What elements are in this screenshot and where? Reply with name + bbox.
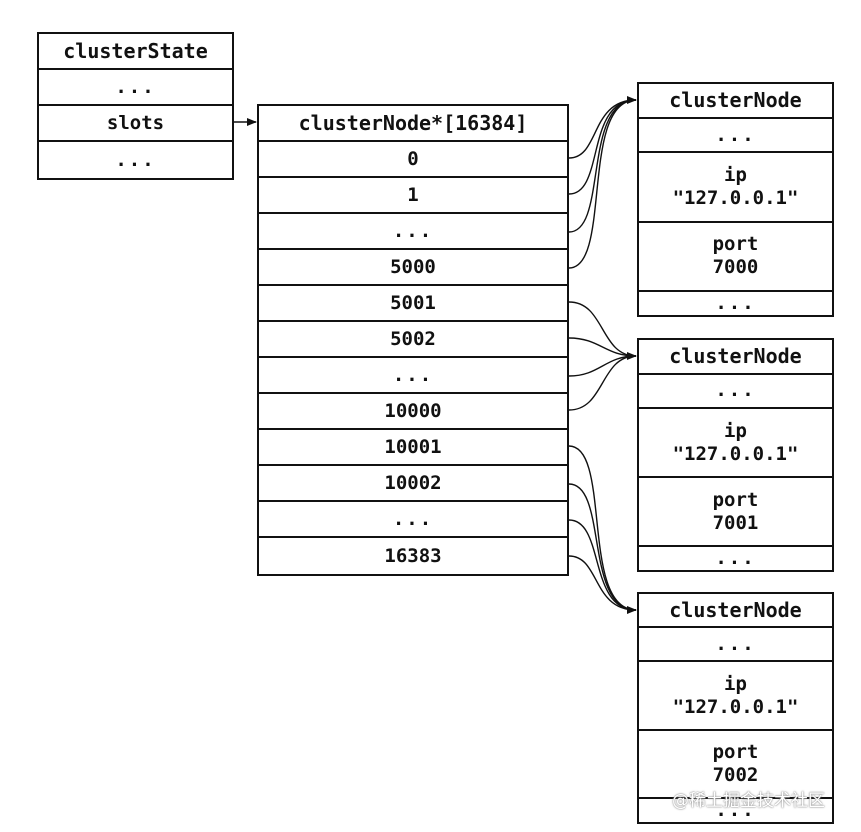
slot-10001-to-node-7002-curve [568,445,637,611]
cluster-node-dots-top: ... [639,628,832,663]
slot-row: ... [259,358,567,394]
cluster-node-7001: clusterNode ... ip "127.0.0.1" port 7001… [637,338,834,572]
slot-16383-to-node-7002-curve [568,555,637,614]
port-value: 7002 [712,763,759,786]
slot-dots-c-to-node-7002-curve [568,519,637,611]
cluster-node-dots-top: ... [639,119,832,154]
slot-row: 1 [259,178,567,214]
slots-array-title: clusterNode*[16384] [259,106,567,142]
cluster-node-dots-bottom: ... [715,292,756,314]
port-label: port [712,740,759,763]
slot-row: ... [259,502,567,538]
slot-5001-to-node-7001-curve [568,301,637,357]
slot-row: 5002 [259,322,567,358]
cluster-node-dots-bottom: ... [715,547,756,569]
slot-row: 16383 [384,544,442,567]
cluster-node-7000: clusterNode ... ip "127.0.0.1" port 7000… [637,82,834,317]
slot-10000-to-node-7001-curve [568,352,637,411]
cluster-node-port: port 7000 [639,223,832,292]
slot-row: 10002 [259,466,567,502]
cluster-node-ip: ip "127.0.0.1" [639,153,832,223]
ip-label: ip [724,672,747,695]
slot-dots-b-to-node-7001-curve [568,355,637,377]
cluster-node-title: clusterNode [639,594,832,629]
slot-1-to-node-7000-curve [568,99,637,195]
cluster-state-field-dots-bottom: ... [115,148,156,171]
cluster-node-dots-top: ... [639,375,832,410]
port-value: 7000 [712,256,759,279]
slot-row: 5000 [259,250,567,286]
ip-value: "127.0.0.1" [672,442,799,465]
cluster-node-7002: clusterNode ... ip "127.0.0.1" port 7002… [637,592,834,824]
cluster-node-dots-bottom: ... [715,799,756,821]
slot-row: 10001 [259,430,567,466]
ip-value: "127.0.0.1" [672,695,799,718]
port-value: 7001 [712,511,759,534]
slot-5000-to-node-7000-curve [568,96,637,269]
slot-row: 10000 [259,394,567,430]
cluster-node-title: clusterNode [639,340,832,375]
cluster-node-port: port 7002 [639,731,832,799]
slot-row: 5001 [259,286,567,322]
cluster-node-title: clusterNode [639,84,832,119]
port-label: port [712,233,759,256]
port-label: port [712,488,759,511]
slot-dots-a-to-node-7000-curve [568,99,637,233]
cluster-node-ip: ip "127.0.0.1" [639,662,832,731]
cluster-state-struct: clusterState ... slots ... [37,32,234,180]
ip-label: ip [724,419,747,442]
cluster-state-field-dots-top: ... [39,70,232,106]
watermark: @稀土掘金技术社区 [672,791,825,811]
cluster-state-field-slots: slots [39,106,232,142]
slot-5002-to-node-7001-curve [568,337,637,357]
slot-10002-to-node-7002-curve [568,483,637,611]
ip-value: "127.0.0.1" [672,187,799,210]
slot-row: ... [259,214,567,250]
slot-row: 0 [259,142,567,178]
cluster-node-ip: ip "127.0.0.1" [639,409,832,479]
cluster-node-port: port 7001 [639,478,832,547]
cluster-state-title: clusterState [39,34,232,70]
slots-array: clusterNode*[16384] 0 1 ... 5000 5001 50… [257,104,569,576]
ip-label: ip [724,164,747,187]
slot-0-to-node-7000-curve [568,99,637,159]
